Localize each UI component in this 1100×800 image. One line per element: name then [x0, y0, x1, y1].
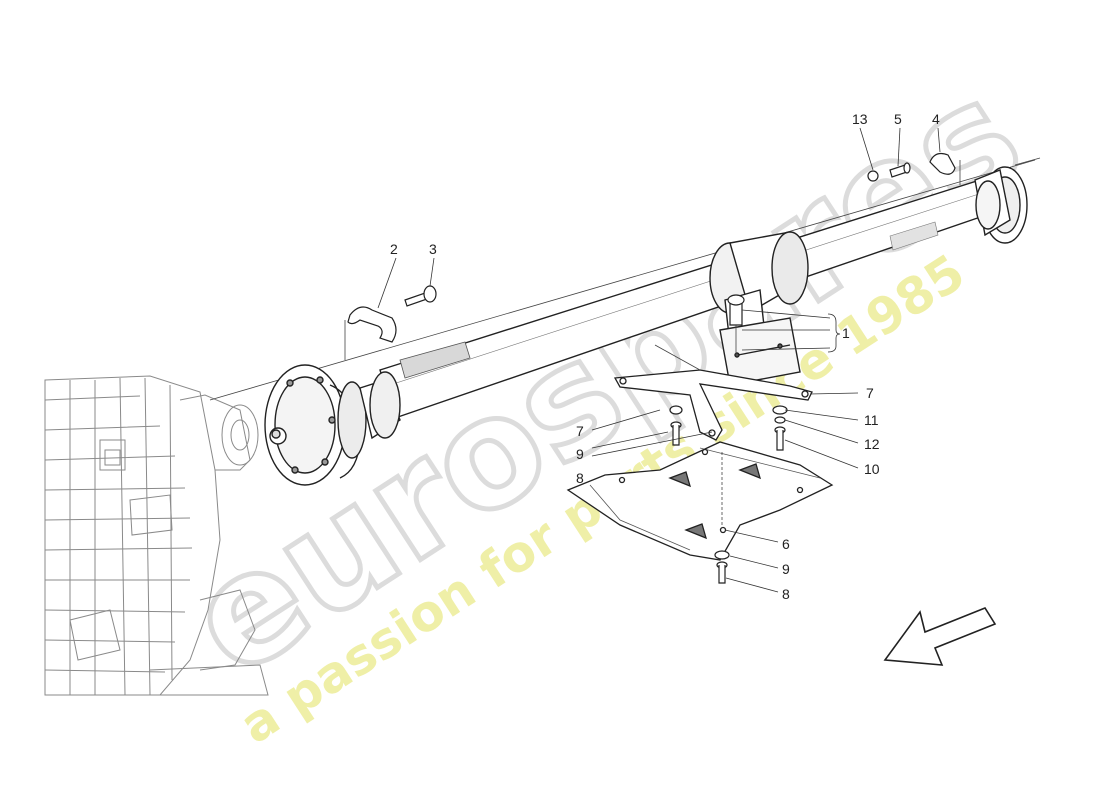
- callouts: 1 2 3 13 5 4 7 9 8 7 11 12 10 6 9 8: [390, 111, 940, 602]
- washer-12: [774, 416, 786, 424]
- washer-9b: [714, 550, 730, 560]
- callout-8-left: 8: [576, 470, 584, 486]
- callout-9-left: 9: [576, 446, 584, 462]
- callout-6: 6: [782, 536, 790, 552]
- clamp-4: [929, 152, 956, 175]
- callout-9-bottom: 9: [782, 561, 790, 577]
- callout-8-bottom: 8: [782, 586, 790, 602]
- washer-11: [772, 405, 788, 415]
- direction-arrow-icon: [883, 607, 997, 666]
- callout-7-right: 7: [866, 385, 874, 401]
- callout-5: 5: [894, 111, 902, 127]
- center-bearing-bracket: [719, 317, 801, 386]
- callout-11: 11: [864, 412, 879, 428]
- callout-7-left: 7: [576, 423, 584, 439]
- callout-12: 12: [864, 436, 880, 452]
- nut-13: [867, 170, 879, 182]
- callout-4: 4: [932, 111, 940, 127]
- clamp-2: [347, 306, 397, 343]
- callout-13: 13: [852, 111, 868, 127]
- hardware: [344, 152, 961, 584]
- callout-10: 10: [864, 461, 880, 477]
- washer-9a: [669, 405, 683, 415]
- propeller-shaft: [209, 157, 1041, 486]
- callout-1: 1: [842, 325, 850, 341]
- mounting-bracket: [613, 344, 813, 441]
- underbody-shield: [566, 441, 834, 561]
- callout-2: 2: [390, 241, 398, 257]
- leader-lines: [377, 127, 941, 593]
- gearbox-housing: [44, 375, 269, 696]
- callout-3: 3: [429, 241, 437, 257]
